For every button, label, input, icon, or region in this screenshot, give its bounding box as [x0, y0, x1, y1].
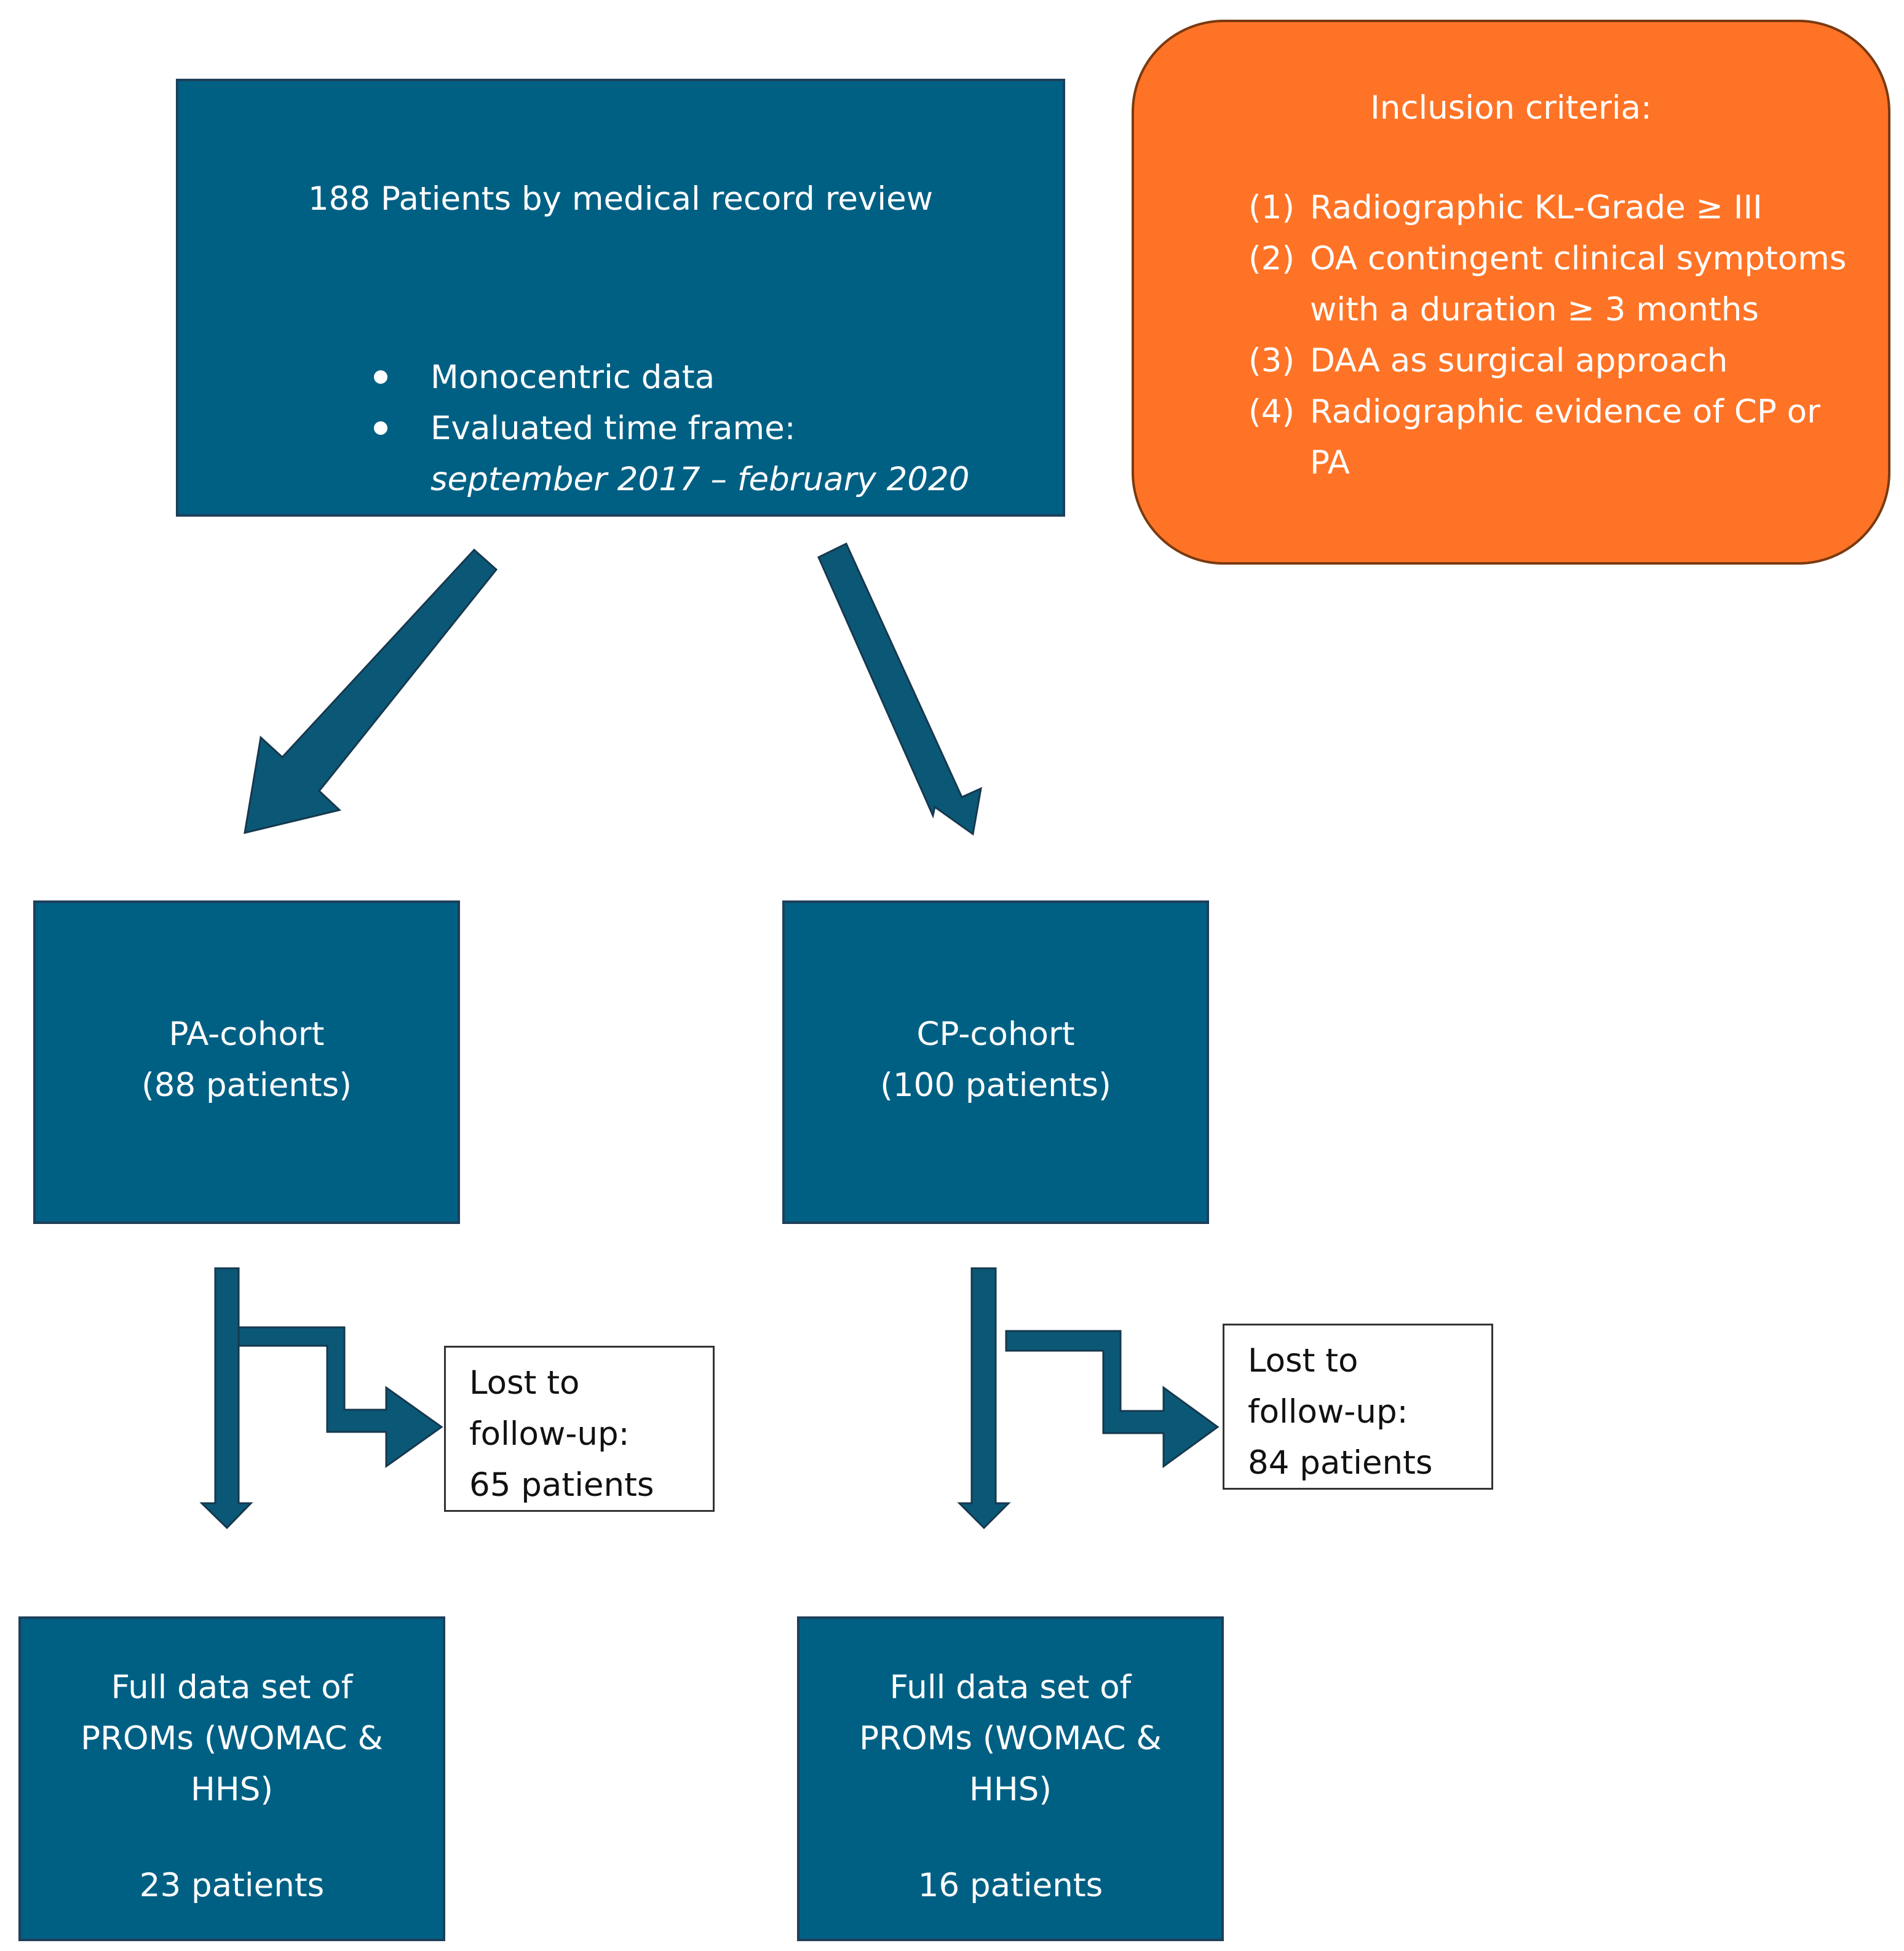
- pa-full-line-1: Full data set of: [111, 1669, 353, 1706]
- criterion-number: (4): [1248, 393, 1295, 431]
- pa-full-data-box: Full data set of PROMs (WOMAC & HHS) 23 …: [18, 1616, 445, 1941]
- cp-cohort-count: (100 patients): [880, 1067, 1111, 1104]
- criterion-text: DAA as surgical approach: [1310, 342, 1728, 379]
- criterion-text: Radiographic evidence of CP or PA: [1310, 393, 1820, 482]
- cp-full-data-box: Full data set of PROMs (WOMAC & HHS) 16 …: [797, 1616, 1224, 1941]
- pa-cohort-count: (88 patients): [141, 1067, 352, 1104]
- cp-full-count: 16 patients: [918, 1867, 1103, 1904]
- criterion-item: (4) Radiographic evidence of CP or PA: [1248, 386, 1863, 488]
- pa-cohort-name: PA-cohort: [169, 1015, 325, 1053]
- arrow-to-pa-cohort: [244, 548, 498, 834]
- bullet-monocentric-text: Monocentric data: [430, 359, 715, 396]
- criterion-item: (2) OA contingent clinical symptoms with…: [1248, 233, 1863, 335]
- criterion-number: (3): [1248, 342, 1295, 379]
- bullet-time-frame-text: Evaluated time frame:: [430, 410, 796, 447]
- pa-full-line-3: HHS): [190, 1771, 274, 1808]
- bullet-dot-icon: [374, 370, 387, 384]
- cp-cohort-name: CP-cohort: [916, 1015, 1075, 1053]
- total-patients-title: 188 Patients by medical record review: [307, 180, 934, 218]
- pa-lost-line-1: Lost to: [469, 1364, 580, 1402]
- pa-lost-count: 65 patients: [469, 1466, 654, 1504]
- cp-full-line-1: Full data set of: [889, 1669, 1132, 1706]
- inclusion-criteria-heading: Inclusion criteria:: [1370, 89, 1652, 127]
- time-frame-range: september 2017 – february 2020: [430, 461, 970, 498]
- pa-full-data-text: Full data set of PROMs (WOMAC & HHS): [21, 1662, 443, 1815]
- cp-lost-text: Lost to follow-up: 84 patients: [1248, 1335, 1433, 1488]
- bullet-time-frame: Evaluated time frame: september 2017 – f…: [374, 403, 970, 505]
- criterion-item: (3) DAA as surgical approach: [1248, 335, 1863, 386]
- pa-full-count: 23 patients: [139, 1867, 325, 1904]
- criterion-number: (1): [1248, 189, 1295, 226]
- total-patients-box: 188 Patients by medical record review Mo…: [176, 79, 1065, 517]
- arrow-to-cp-cohort: [817, 542, 982, 836]
- criterion-item: (1) Radiographic KL-Grade ≥ III: [1248, 182, 1863, 233]
- pa-cohort-text: PA-cohort (88 patients): [36, 1009, 458, 1111]
- cp-lost-to-followup-box: Lost to follow-up: 84 patients: [1223, 1324, 1493, 1490]
- criterion-number: (2): [1248, 240, 1295, 277]
- pa-lost-to-followup-box: Lost to follow-up: 65 patients: [444, 1346, 715, 1512]
- arrow-pa-lost: [237, 1326, 443, 1468]
- bullet-monocentric: Monocentric data: [374, 352, 970, 403]
- cp-full-line-3: HHS): [969, 1771, 1052, 1808]
- cp-cohort-box: CP-cohort (100 patients): [782, 900, 1209, 1224]
- pa-lost-line-2: follow-up:: [469, 1415, 630, 1453]
- cp-full-data-text: Full data set of PROMs (WOMAC & HHS): [799, 1662, 1221, 1815]
- pa-cohort-box: PA-cohort (88 patients): [33, 900, 460, 1224]
- cp-full-line-2: PROMs (WOMAC &: [859, 1720, 1162, 1757]
- bullet-dot-icon: [374, 421, 387, 435]
- inclusion-criteria-list: (1) Radiographic KL-Grade ≥ III (2) OA c…: [1248, 182, 1863, 488]
- criterion-text: OA contingent clinical symptoms with a d…: [1310, 240, 1847, 328]
- top-box-bullets: Monocentric data Evaluated time frame: s…: [374, 352, 970, 505]
- pa-full-line-2: PROMs (WOMAC &: [81, 1720, 383, 1757]
- cp-cohort-text: CP-cohort (100 patients): [785, 1009, 1207, 1111]
- cp-lost-line-2: follow-up:: [1248, 1393, 1408, 1431]
- arrow-cp-down: [957, 1267, 1011, 1530]
- arrow-cp-lost: [1005, 1330, 1220, 1468]
- cp-lost-line-1: Lost to: [1248, 1342, 1359, 1380]
- arrow-pa-down: [199, 1267, 253, 1530]
- inclusion-criteria-box: Inclusion criteria: (1) Radiographic KL-…: [1132, 20, 1890, 565]
- cp-lost-count: 84 patients: [1248, 1444, 1433, 1482]
- pa-lost-text: Lost to follow-up: 65 patients: [469, 1357, 654, 1511]
- criterion-text: Radiographic KL-Grade ≥ III: [1310, 189, 1763, 226]
